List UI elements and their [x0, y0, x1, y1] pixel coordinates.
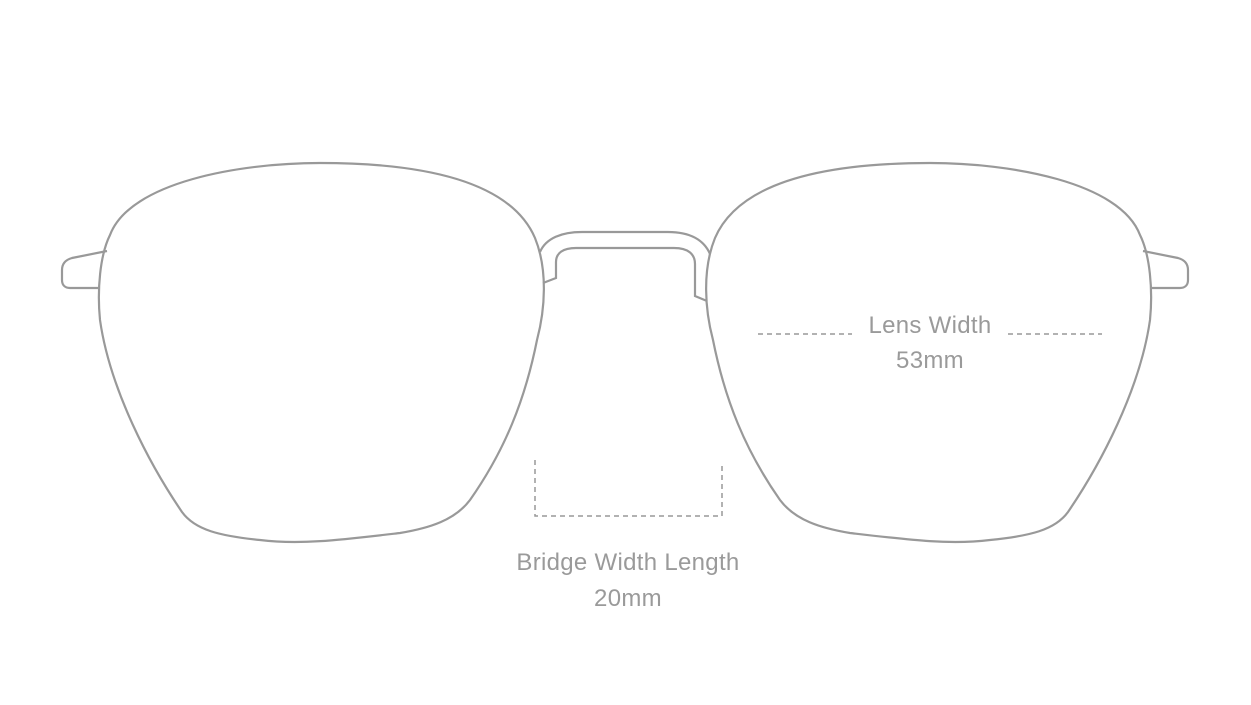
lens-width-value: 53mm [896, 347, 964, 374]
bridge-width-dashes [534, 460, 723, 517]
lens-width-label: Lens Width [868, 312, 992, 339]
bridge-width-value: 20mm [594, 585, 662, 612]
bridge-outer [538, 230, 712, 255]
right-temple [1142, 249, 1190, 290]
left-lens [97, 161, 545, 544]
left-half [60, 161, 545, 544]
bridge-width-label: Bridge Width Length [516, 549, 740, 576]
right-half [705, 161, 1190, 544]
left-temple [60, 249, 108, 290]
right-lens [705, 161, 1153, 544]
bridge-inner [542, 246, 708, 303]
